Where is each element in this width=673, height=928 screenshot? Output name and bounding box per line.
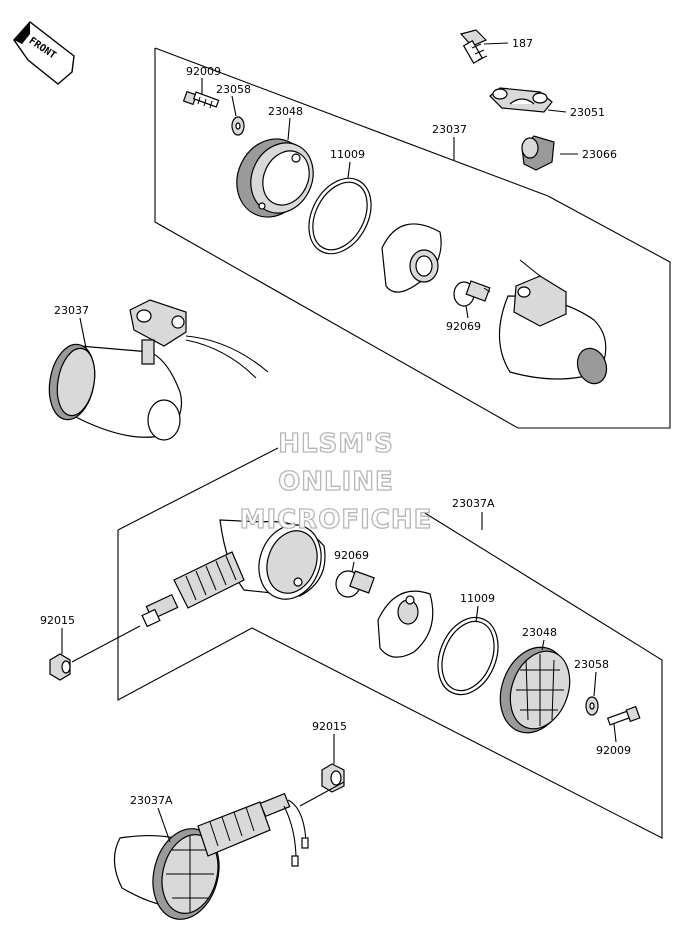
label-23048-top: 23048 (268, 105, 303, 118)
group-outline-top-edge (154, 47, 549, 197)
label-92009-mid: 92009 (596, 744, 631, 757)
screw-92009-top (182, 90, 220, 109)
label-23058-mid: 23058 (574, 658, 609, 671)
label-23037A-low: 23037A (130, 794, 173, 807)
label-23037A-mid: 23037A (452, 497, 495, 510)
bulb-92069-mid (335, 570, 375, 598)
turn-signal-stalk-mid (141, 519, 326, 628)
washer-23058-top (231, 116, 245, 136)
watermark-line1: HLSM'S (278, 429, 394, 459)
label-187: 187 (512, 37, 533, 50)
reflector-mid (377, 590, 434, 658)
label-92015-low: 92015 (312, 720, 347, 733)
lens-23048-mid (499, 646, 571, 734)
bulb-92069-top (453, 280, 491, 307)
group-outline-mid-edge (117, 447, 279, 531)
assembled-signal-23037 (48, 299, 269, 441)
label-92009-top: 92009 (186, 65, 221, 78)
gasket-11009-top (308, 177, 372, 255)
label-92069-top: 92069 (446, 320, 481, 333)
label-92069-mid: 92069 (334, 549, 369, 562)
reflector-top (381, 223, 442, 293)
label-23051: 23051 (570, 106, 605, 119)
watermark-line2: ONLINE (278, 467, 394, 497)
label-23066: 23066 (582, 148, 617, 161)
label-11009-top: 11009 (330, 148, 365, 161)
label-92015-left: 92015 (40, 614, 75, 627)
label-23037-left: 23037 (54, 304, 89, 317)
gasket-11009-mid (437, 616, 499, 696)
rubber-23066 (521, 135, 555, 171)
lens-rim-23048-top (236, 138, 314, 218)
front-arrow-icon: FRONT (13, 21, 75, 85)
label-23058-top: 23058 (216, 83, 251, 96)
assembled-stalk-23037A (113, 792, 309, 920)
group-outline-mid (117, 509, 663, 839)
label-23048-mid: 23048 (522, 626, 557, 639)
group-outline-top (154, 48, 671, 429)
screw-92009-mid (606, 705, 641, 726)
turn-signal-housing-top (498, 259, 608, 385)
bolt-187 (459, 29, 488, 64)
nut-92015-left (49, 653, 71, 681)
clamp-23051 (489, 87, 553, 113)
leader-lines (61, 42, 617, 843)
label-11009-mid: 11009 (460, 592, 495, 605)
label-23037-top: 23037 (432, 123, 467, 136)
watermark-line3: MICROFICHE (240, 505, 433, 535)
washer-23058-mid (585, 696, 599, 716)
